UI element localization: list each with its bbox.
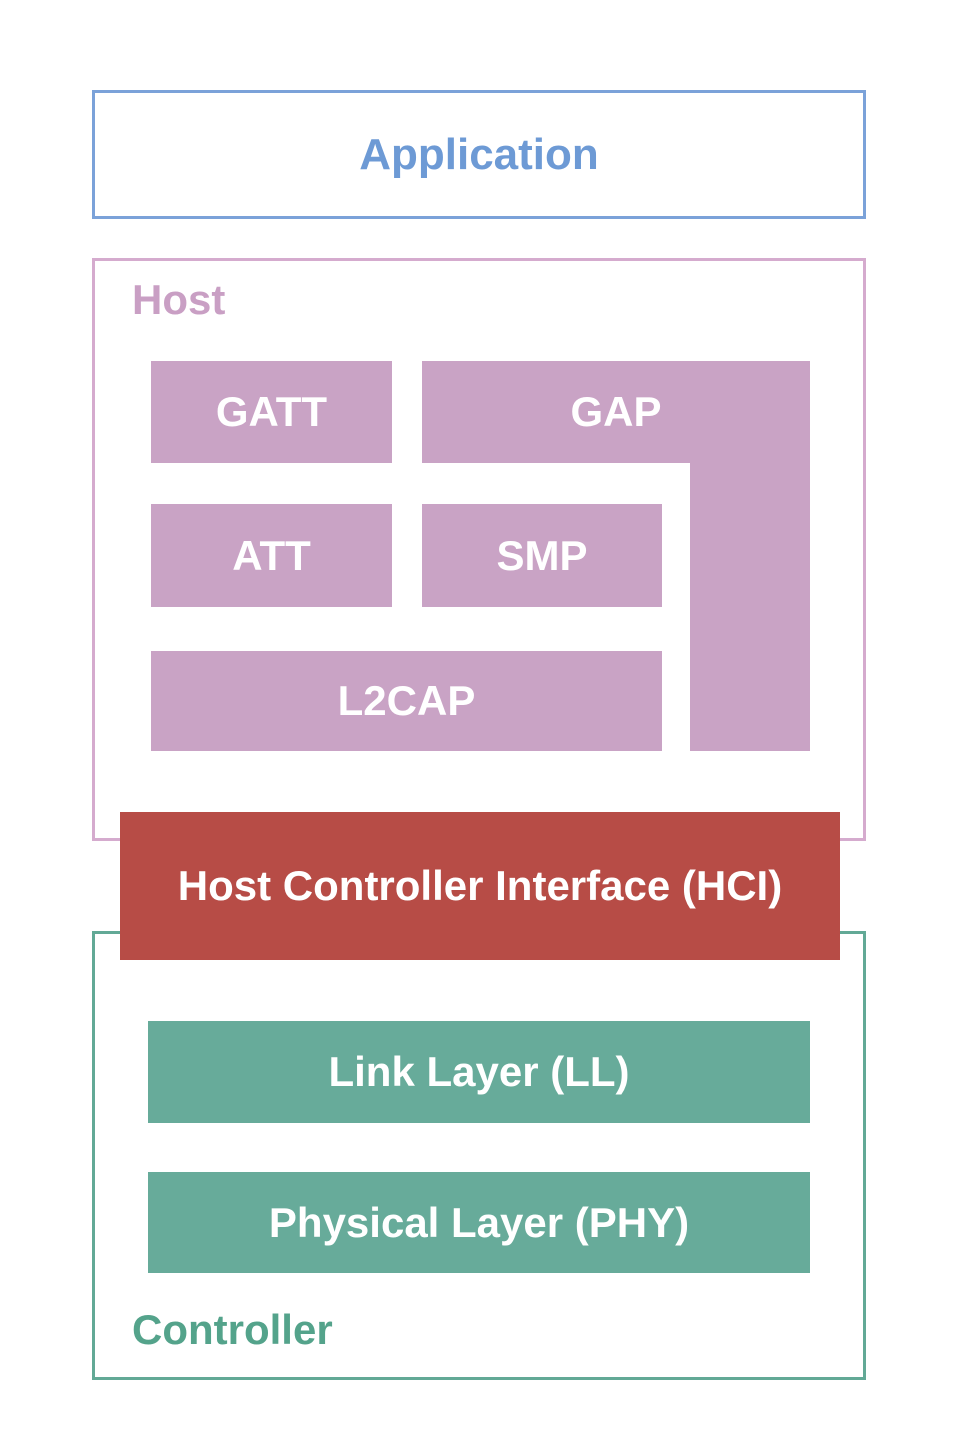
l2cap-label: L2CAP xyxy=(337,677,476,724)
smp-label: SMP xyxy=(496,531,588,579)
att-block: ATT xyxy=(151,504,392,607)
controller-container: Link Layer (LL) Physical Layer (PHY) Con… xyxy=(92,931,866,1380)
link-layer-label: Link Layer (LL) xyxy=(328,1048,630,1095)
smp-block: SMP xyxy=(422,504,662,607)
application-box: Application xyxy=(92,90,866,219)
hci-block: Host Controller Interface (HCI) xyxy=(120,812,840,960)
physical-layer-block: Physical Layer (PHY) xyxy=(148,1172,810,1273)
l2cap-block: L2CAP xyxy=(151,651,662,751)
physical-layer-label: Physical Layer (PHY) xyxy=(268,1198,690,1246)
gap-label: GAP xyxy=(570,388,662,435)
link-layer-block: Link Layer (LL) xyxy=(148,1021,810,1123)
host-container: Host GATT GAP ATT SMP L2CAP xyxy=(92,258,866,841)
gap-block: GAP xyxy=(422,361,810,463)
host-label: Host xyxy=(132,276,226,323)
gatt-label: GATT xyxy=(215,388,328,435)
controller-label: Controller xyxy=(132,1306,333,1353)
application-label: Application xyxy=(359,129,599,179)
gatt-block: GATT xyxy=(151,361,392,463)
gap-block-extension xyxy=(690,463,810,751)
hci-label: Host Controller Interface (HCI) xyxy=(177,862,783,909)
att-label: ATT xyxy=(232,531,311,579)
